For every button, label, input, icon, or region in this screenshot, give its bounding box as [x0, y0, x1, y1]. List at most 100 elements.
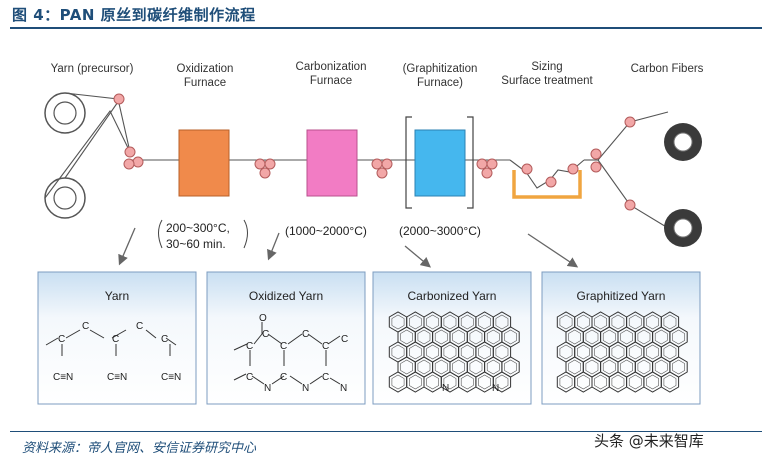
sizing-bath — [512, 170, 582, 199]
roller — [481, 167, 493, 179]
figure-title: 图 4：PAN 原丝到碳纤维制作流程 — [12, 6, 256, 24]
panel-label-carbonized-yarn: Carbonized Yarn — [408, 289, 497, 303]
hexagon-inner-bond — [486, 359, 500, 375]
hexagon-inner-bond — [409, 314, 422, 330]
hexagon-inner-bond — [620, 359, 633, 375]
roller — [132, 156, 144, 168]
hexagon-inner-bond — [400, 329, 413, 345]
nitrile-group: C≡N — [107, 372, 127, 383]
atom: N — [442, 383, 449, 394]
hexagon-inner-bond — [460, 344, 474, 360]
roller — [476, 158, 488, 170]
hexagon-inner-bond — [672, 329, 685, 345]
arrow-to-carbonized-yarn — [404, 245, 431, 268]
hexagon-inner-bond — [504, 359, 517, 375]
roller — [486, 158, 498, 170]
hexagon-inner-bond — [568, 329, 581, 345]
roller — [567, 163, 579, 175]
carbonization-furnace — [306, 129, 358, 197]
hexagon-inner-bond — [654, 359, 668, 375]
hexagon-inner-bond — [460, 374, 474, 390]
panel-label-oxidized-yarn: Oxidized Yarn — [249, 289, 323, 303]
panel-label-graphitized-yarn: Graphitized Yarn — [577, 289, 666, 303]
atom: C — [341, 334, 348, 345]
hexagon-inner-bond — [452, 329, 465, 345]
hexagon-inner-bond — [409, 344, 422, 360]
hexagon-inner-bond — [391, 344, 405, 360]
roller — [521, 163, 533, 175]
atom: C — [246, 372, 253, 383]
hexagon-inner-bond — [663, 344, 677, 360]
hexagon-inner-bond — [646, 344, 659, 360]
hexagon-inner-bond — [646, 314, 659, 330]
hexagon-inner-bond — [559, 374, 573, 390]
atom: C — [280, 341, 287, 352]
hexagon-inner-bond — [602, 359, 616, 375]
hexagon-inner-bond — [577, 314, 590, 330]
watermark: 头条 @未来智库 — [594, 432, 704, 450]
hexagon-inner-bond — [417, 359, 431, 375]
stage-label-oxidization-2: Furnace — [184, 77, 226, 89]
stage-label-carbonization-1: Carbonization — [296, 61, 367, 73]
hexagon-inner-bond — [478, 374, 491, 390]
hexagon-inner-bond — [637, 359, 651, 375]
oxidization-duration: 30~60 min. — [166, 237, 226, 251]
roller — [381, 158, 393, 170]
roller — [264, 158, 276, 170]
roller — [254, 158, 266, 170]
hexagon-inner-bond — [620, 329, 633, 345]
hexagon-inner-bond — [637, 329, 651, 345]
atom: N — [492, 383, 499, 394]
roller — [624, 199, 636, 211]
panel-yarn — [37, 271, 197, 405]
stage-label-oxidization-1: Oxidization — [177, 63, 234, 75]
hexagon-inner-bond — [391, 314, 405, 330]
stage-label-sizing-2: Surface treatment — [501, 75, 593, 87]
hexagon-inner-bond — [443, 314, 457, 330]
stage-label-carbon-fibers: Carbon Fibers — [631, 63, 704, 75]
panel-label-yarn: Yarn — [105, 289, 129, 303]
hexagon-inner-bond — [585, 359, 599, 375]
nitrile-group: C≡N — [53, 372, 73, 383]
hexagon-inner-bond — [663, 374, 677, 390]
hexagon-inner-bond — [426, 374, 439, 390]
structure-pan-yarn: C C C C C C≡N C≡N C≡N — [45, 321, 181, 383]
arrow-to-oxidized-yarn — [267, 232, 280, 261]
roller — [113, 93, 125, 105]
hexagon-inner-bond — [585, 329, 599, 345]
atom: N — [302, 383, 309, 394]
stage-label-graphitization-1: (Graphitization — [403, 63, 478, 75]
hexagon-inner-bond — [568, 359, 581, 375]
precursor-spool-bottom — [44, 177, 86, 219]
roller-groups — [113, 93, 636, 211]
hexagon-inner-bond — [443, 374, 457, 390]
atom: C — [58, 334, 65, 345]
hexagon-inner-bond — [628, 374, 642, 390]
graphitization-temperature: (2000~3000°C) — [399, 224, 481, 238]
atom: C — [302, 329, 309, 340]
hexagon-inner-bond — [559, 344, 573, 360]
hexagon-inner-bond — [460, 314, 474, 330]
structure-carbonized-yarn — [388, 311, 520, 393]
hexagon-inner-bond — [611, 344, 625, 360]
hexagon-inner-bond — [400, 359, 413, 375]
hexagon-inner-bond — [417, 329, 431, 345]
hexagon-inner-bond — [469, 359, 483, 375]
atom: N — [340, 383, 347, 394]
title-divider — [10, 27, 762, 29]
hexagon-inner-bond — [646, 374, 659, 390]
atom: C — [322, 372, 329, 383]
hexagon-inner-bond — [577, 344, 590, 360]
atom: C — [246, 341, 253, 352]
stage-label-graphitization-2: Furnace) — [417, 77, 463, 89]
atom: C — [82, 321, 89, 332]
graphitization-bracket — [405, 116, 474, 209]
hexagon-inner-bond — [495, 314, 509, 330]
hexagon-inner-bond — [628, 314, 642, 330]
hexagon-inner-bond — [594, 344, 607, 360]
oxidization-temperature: 200~300°C, — [166, 221, 230, 235]
atom: N — [264, 383, 271, 394]
atom: O — [259, 313, 267, 324]
hexagon-inner-bond — [504, 329, 517, 345]
